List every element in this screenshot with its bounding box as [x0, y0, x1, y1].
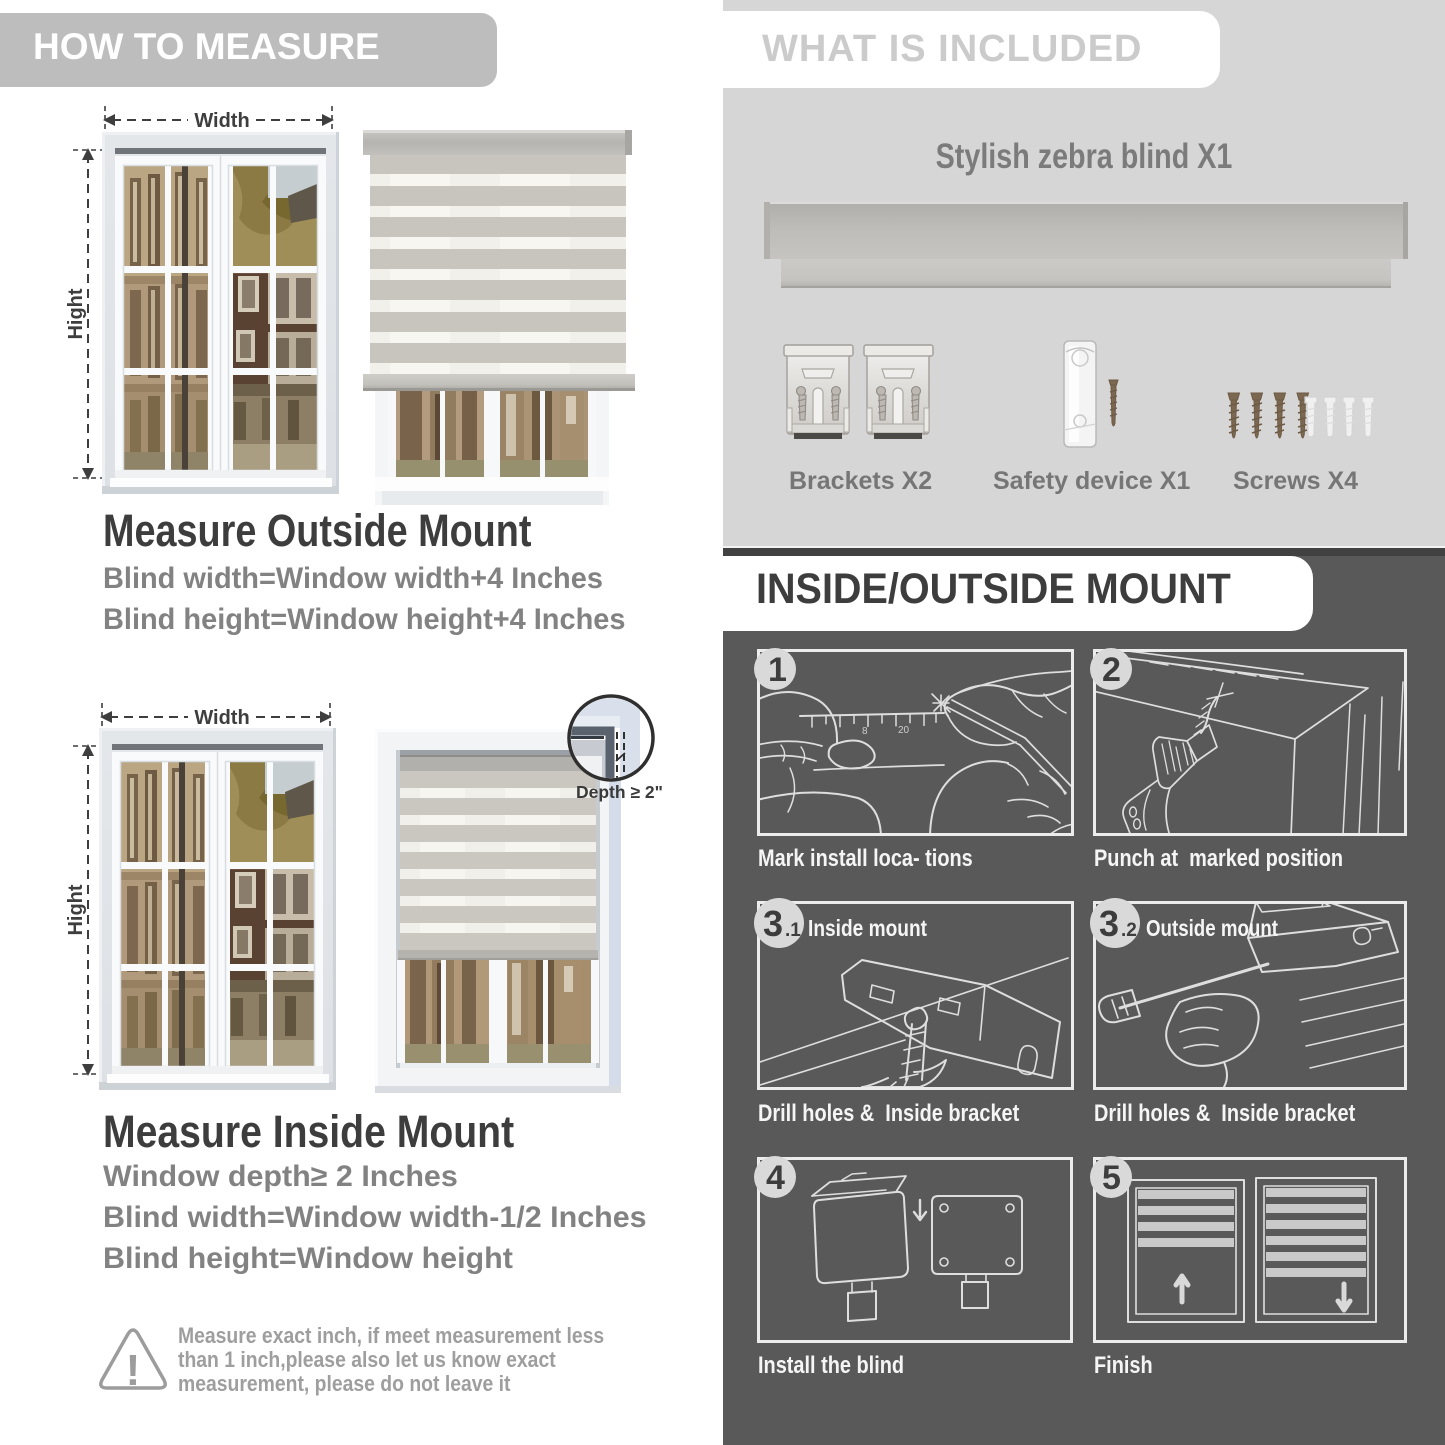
svg-text:1: 1	[768, 651, 787, 689]
svg-text:Width: Width	[194, 110, 249, 132]
svg-text:Hight: Hight	[65, 288, 87, 339]
svg-text:Outside mount: Outside mount	[1146, 915, 1278, 941]
svg-text:Width: Width	[194, 707, 249, 729]
svg-text:Hight: Hight	[65, 884, 87, 935]
svg-text:.2: .2	[1121, 920, 1137, 941]
svg-text:8: 8	[862, 726, 868, 737]
svg-text:3: 3	[763, 903, 783, 944]
svg-text:!: !	[126, 1346, 141, 1395]
svg-text:Inside mount: Inside mount	[808, 915, 927, 941]
svg-text:3: 3	[1099, 903, 1119, 944]
svg-text:20: 20	[898, 725, 910, 736]
svg-text:4: 4	[766, 1159, 785, 1197]
svg-text:2: 2	[1102, 651, 1121, 689]
svg-text:.1: .1	[785, 920, 801, 941]
svg-text:5: 5	[1102, 1159, 1121, 1197]
svg-text:Depth ≥ 2": Depth ≥ 2"	[576, 782, 663, 802]
